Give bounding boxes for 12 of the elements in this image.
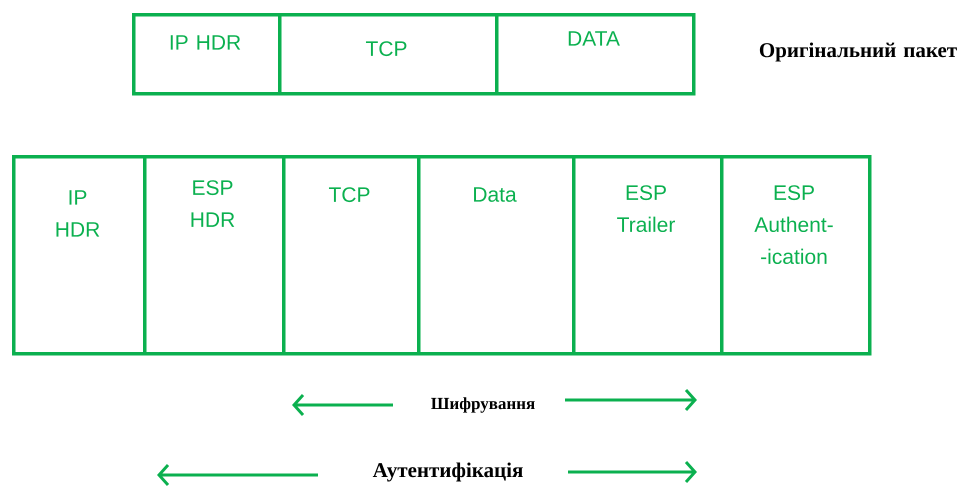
span-label: Шифрування: [431, 397, 535, 413]
packet-field: TCP: [278, 13, 498, 96]
packet-field: IP HDR: [132, 13, 282, 96]
span-label: Аутентифікація: [372, 462, 523, 482]
packet-field: ESP HDR: [143, 155, 286, 356]
packet-field: IP HDR: [12, 155, 146, 356]
packet-field: DATA: [495, 13, 696, 96]
page-title: Оригінальний пакет: [760, 42, 957, 62]
packet-field: Data: [417, 155, 576, 356]
packet-field: ESP Trailer: [572, 155, 724, 356]
packet-field: TCP: [282, 155, 420, 356]
packet-field: ESP Authent- -ication: [720, 155, 872, 356]
